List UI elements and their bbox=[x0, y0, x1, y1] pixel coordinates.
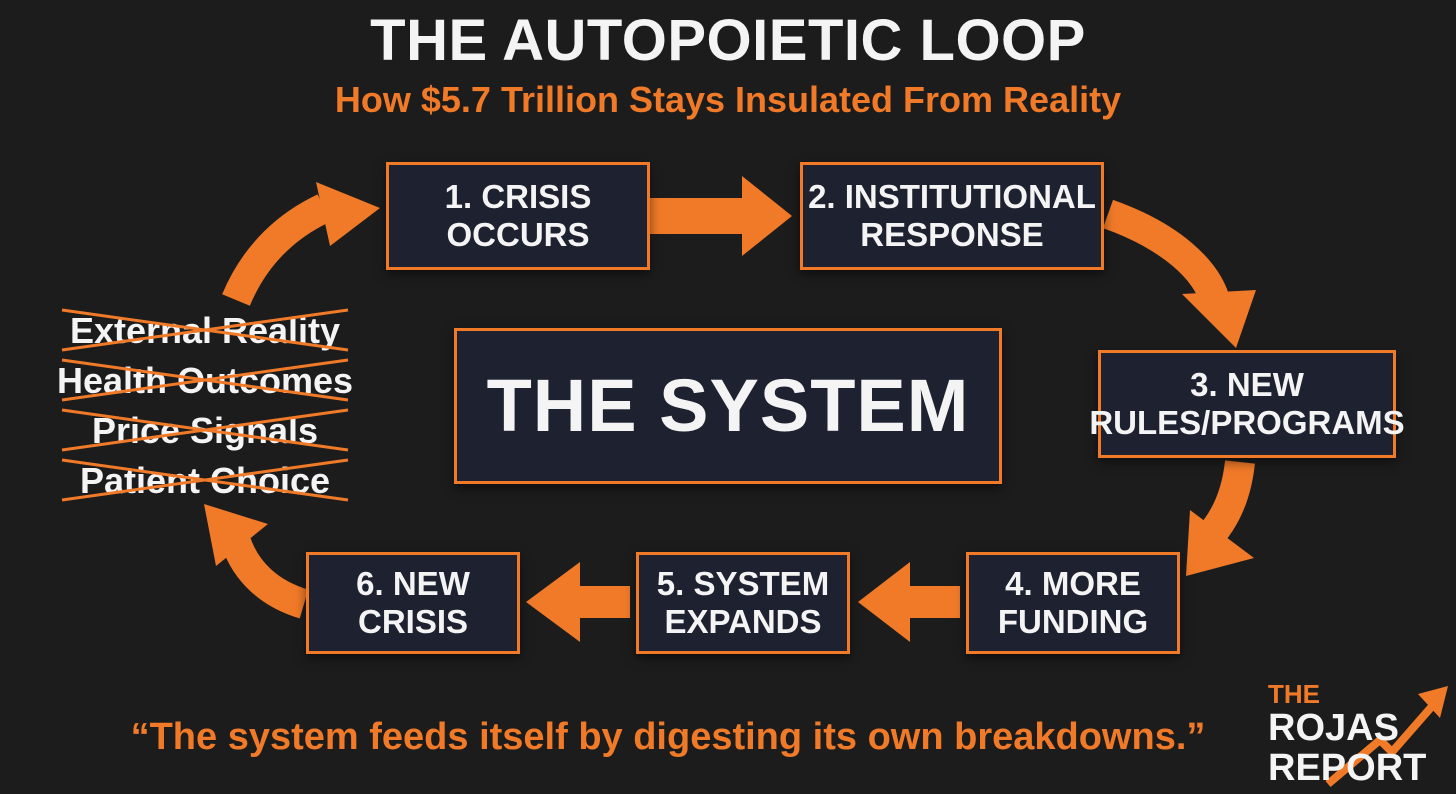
logo-line-report: REPORT bbox=[1268, 747, 1427, 789]
logo-line-rojas: ROJAS bbox=[1268, 707, 1399, 749]
arrow-rules-to-funding-head bbox=[1186, 510, 1254, 576]
crossed-out-list: External Reality Health Outcomes Price S… bbox=[50, 306, 360, 506]
bottom-quote: “The system feeds itself by digesting it… bbox=[130, 716, 1206, 758]
rojas-report-logo: THE ROJAS REPORT bbox=[1268, 680, 1448, 790]
step-box-system-expands: 5. SYSTEM EXPANDS bbox=[636, 552, 850, 654]
step-box-crisis-occurs: 1. CRISIS OCCURS bbox=[386, 162, 650, 270]
diagram-title: THE AUTOPOIETIC LOOP bbox=[370, 8, 1086, 73]
strike-x-icon bbox=[61, 408, 349, 452]
arrow-response-to-rules-head bbox=[1182, 290, 1256, 348]
arrow-response-to-rules bbox=[1102, 199, 1231, 309]
step-label: 4. MORE FUNDING bbox=[997, 565, 1149, 640]
arrow-expands-to-crisis bbox=[526, 562, 630, 642]
central-system-label: THE SYSTEM bbox=[486, 364, 970, 447]
central-system-box: THE SYSTEM bbox=[454, 328, 1002, 484]
arrow-crisis-to-reality-head bbox=[204, 504, 268, 566]
step-box-new-crisis: 6. NEW CRISIS bbox=[306, 552, 520, 654]
arrow-funding-to-expands bbox=[858, 562, 960, 642]
step-box-new-rules: 3. NEW RULES/PROGRAMS bbox=[1089, 350, 1405, 458]
strike-x-icon bbox=[61, 308, 349, 352]
logo-line-the: THE bbox=[1268, 679, 1320, 709]
trend-arrow-icon bbox=[1325, 686, 1448, 788]
step-box-institutional-response: 2. INSTITUTIONAL RESPONSE bbox=[800, 162, 1104, 270]
step-label: 3. NEW RULES/PROGRAMS bbox=[1089, 366, 1405, 441]
crossed-out-item: Patient Choice bbox=[50, 456, 360, 506]
step-label: 1. CRISIS OCCURS bbox=[444, 178, 592, 253]
strike-x-icon bbox=[61, 358, 349, 402]
arrow-reality-to-crisis-head bbox=[316, 182, 380, 246]
strike-x-icon bbox=[61, 458, 349, 502]
arrow-reality-to-crisis bbox=[222, 194, 331, 307]
step-label: 6. NEW CRISIS bbox=[356, 565, 470, 640]
step-label: 5. SYSTEM EXPANDS bbox=[656, 565, 830, 640]
crossed-out-item: External Reality bbox=[50, 306, 360, 356]
crossed-out-item: Price Signals bbox=[50, 406, 360, 456]
arrow-crisis-to-reality bbox=[221, 536, 309, 619]
step-box-more-funding: 4. MORE FUNDING bbox=[966, 552, 1180, 654]
arrow-crisis-to-response bbox=[650, 176, 792, 256]
diagram-subtitle: How $5.7 Trillion Stays Insulated From R… bbox=[334, 79, 1122, 120]
step-label: 2. INSTITUTIONAL RESPONSE bbox=[808, 178, 1096, 253]
crossed-out-item: Health Outcomes bbox=[50, 356, 360, 406]
